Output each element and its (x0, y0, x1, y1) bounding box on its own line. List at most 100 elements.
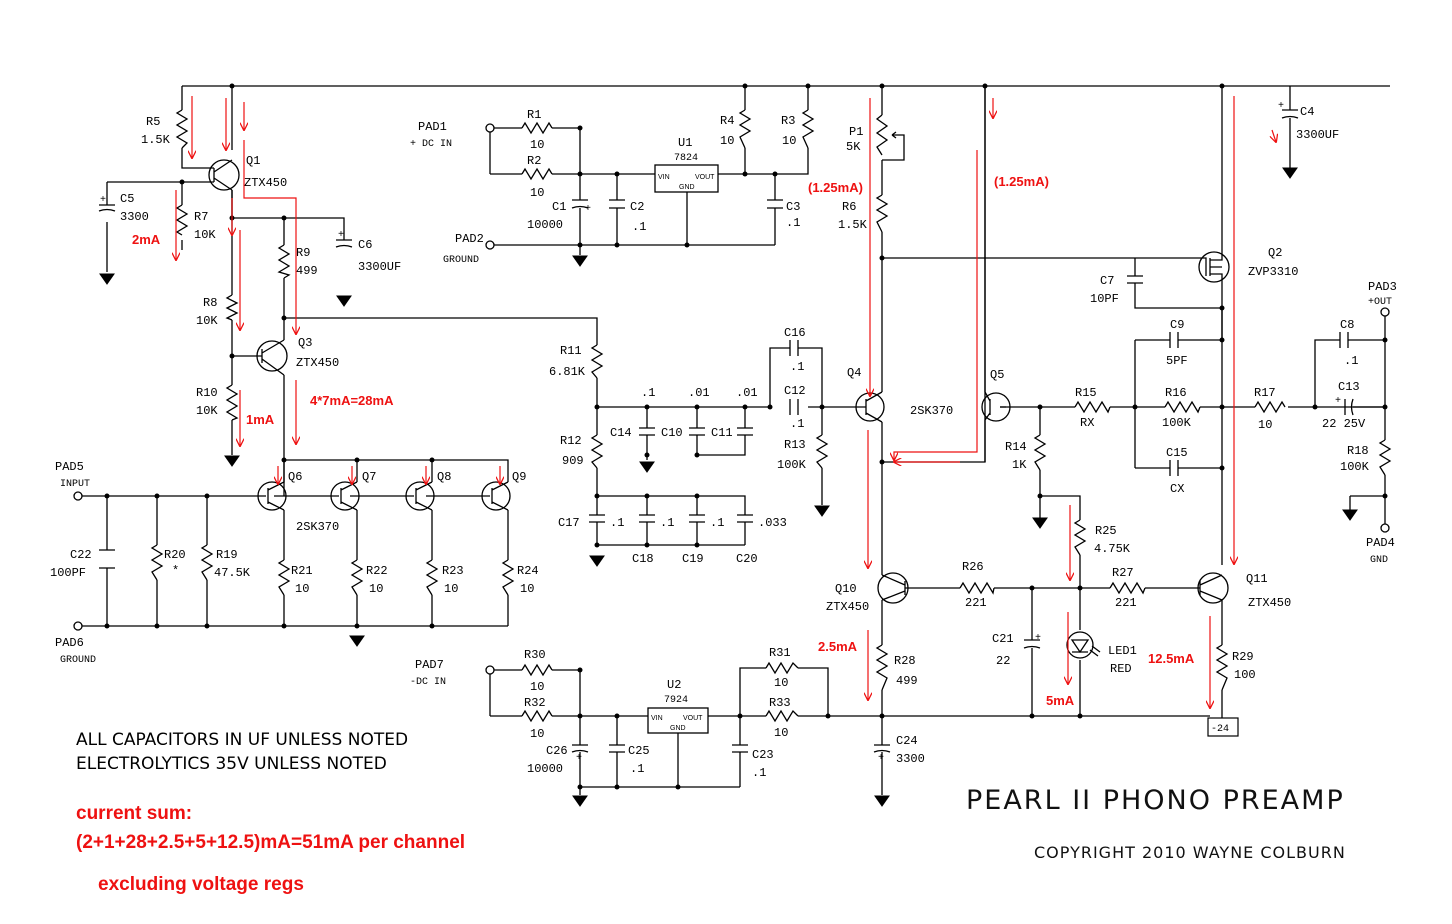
svg-text:GND: GND (670, 725, 686, 732)
svg-text:4.75K: 4.75K (1094, 542, 1131, 556)
capacitor-c15 (1169, 460, 1179, 476)
svg-text:RX: RX (1080, 416, 1094, 430)
svg-text:P1: P1 (849, 125, 863, 139)
svg-text:.1: .1 (1344, 354, 1358, 368)
svg-text:R2: R2 (527, 154, 541, 168)
svg-text:Q2: Q2 (1268, 246, 1282, 260)
svg-text:.1: .1 (641, 386, 655, 400)
resistor-r22 (350, 559, 364, 596)
svg-text:ZVP3310: ZVP3310 (1248, 265, 1298, 279)
resistor-r29 (1215, 644, 1229, 691)
svg-text:1.5K: 1.5K (838, 218, 868, 232)
svg-text:C4: C4 (1300, 105, 1314, 119)
svg-text:10K: 10K (196, 314, 218, 328)
resistor-r15 (1074, 400, 1111, 414)
svg-text:47.5K: 47.5K (214, 566, 251, 580)
current-arrows (176, 96, 1276, 708)
capacitor-c1 (571, 199, 589, 209)
svg-text:C14: C14 (610, 426, 632, 440)
transistor-q6 (257, 470, 287, 511)
resistor-r32 (521, 709, 553, 723)
transistor-q11 (1197, 572, 1229, 604)
capacitor-c20 (737, 514, 753, 523)
svg-text:C9: C9 (1170, 318, 1184, 332)
svg-text:100K: 100K (1340, 460, 1370, 474)
resistor-r24 (501, 559, 515, 596)
capacitor-c18 (639, 514, 655, 523)
capacitor-c8 (1339, 332, 1349, 348)
svg-text:R32: R32 (524, 696, 546, 710)
svg-text:+ DC IN: + DC IN (410, 139, 452, 150)
resistor-r6 (875, 194, 889, 233)
svg-text:ZTX450: ZTX450 (244, 176, 287, 190)
svg-text:PAD6: PAD6 (55, 636, 84, 650)
svg-text:+: + (1278, 101, 1284, 112)
svg-text:R7: R7 (194, 210, 208, 224)
svg-text:1K: 1K (1012, 458, 1027, 472)
svg-text:Q7: Q7 (362, 470, 376, 484)
svg-text:PAD3: PAD3 (1368, 280, 1397, 294)
svg-text:+: + (576, 753, 582, 764)
svg-text:+: + (1035, 633, 1041, 644)
svg-text:10: 10 (774, 726, 788, 740)
resistor-r12 (590, 434, 604, 469)
svg-text:2.5mA: 2.5mA (818, 639, 858, 654)
svg-text:R14: R14 (1005, 440, 1027, 454)
capacitor-c25 (609, 744, 625, 753)
capacitor-c16 (789, 340, 799, 356)
svg-text:Q8: Q8 (437, 470, 451, 484)
svg-text:909: 909 (562, 454, 584, 468)
svg-text:R22: R22 (366, 564, 388, 578)
svg-text:C23: C23 (752, 748, 774, 762)
svg-text:R26: R26 (962, 560, 984, 574)
capacitor-c14 (639, 427, 655, 436)
svg-text:ZTX450: ZTX450 (826, 600, 869, 614)
resistor-r7 (175, 204, 189, 236)
svg-text:100PF: 100PF (50, 566, 86, 580)
capacitor-c4 (1281, 109, 1299, 119)
capacitor-c24 (873, 744, 891, 753)
current-sum-formula: (2+1+28+2.5+5+12.5)mA=51mA per channel (76, 832, 465, 853)
svg-text:R17: R17 (1254, 386, 1276, 400)
pad-labels: PAD1 + DC IN PAD2 GROUND PAD3 +OUT PAD4 … (55, 120, 1397, 688)
svg-text:4*7mA=28mA: 4*7mA=28mA (310, 393, 394, 408)
schematic-title: PEARL II PHONO PREAMP (966, 785, 1345, 816)
svg-text:3300: 3300 (120, 210, 149, 224)
note-line-2: ELECTROLYTICS 35V UNLESS NOTED (76, 754, 387, 774)
svg-text:+: + (585, 204, 591, 215)
svg-text:GND: GND (679, 184, 695, 191)
svg-text:C17: C17 (558, 516, 580, 530)
svg-text:R27: R27 (1112, 566, 1134, 580)
svg-text:Q6: Q6 (288, 470, 302, 484)
transistor-q4 (855, 391, 885, 423)
resistor-r4 (738, 109, 752, 149)
svg-text:10PF: 10PF (1090, 292, 1119, 306)
svg-text:5K: 5K (846, 140, 861, 154)
resistor-r9 (277, 244, 291, 279)
svg-text:7824: 7824 (674, 153, 698, 164)
svg-text:221: 221 (965, 596, 987, 610)
svg-text:Q3: Q3 (298, 336, 312, 350)
transistor-q10 (877, 572, 909, 604)
svg-text:+OUT: +OUT (1368, 297, 1392, 308)
capacitor-symbols (98, 109, 1385, 753)
svg-text:10: 10 (444, 582, 458, 596)
capacitor-c7 (1127, 275, 1143, 284)
resistor-r21 (277, 559, 291, 596)
resistor-r17 (1254, 400, 1286, 414)
resistor-r26 (959, 581, 995, 595)
svg-text:+: + (1335, 396, 1341, 407)
svg-text:R6: R6 (842, 200, 856, 214)
resistor-r19 (200, 544, 214, 581)
resistor-r8 (225, 294, 239, 321)
svg-text:-DC IN: -DC IN (410, 677, 446, 688)
svg-text:10: 10 (774, 676, 788, 690)
svg-text:499: 499 (296, 264, 318, 278)
regulator-u1: VIN VOUT GND U1 7824 (654, 136, 719, 193)
svg-text:VIN: VIN (658, 174, 670, 181)
svg-text:.1: .1 (790, 417, 804, 431)
capacitor-c21 (1023, 639, 1041, 649)
svg-text:PAD7: PAD7 (415, 658, 444, 672)
resistor-r30 (521, 663, 553, 677)
